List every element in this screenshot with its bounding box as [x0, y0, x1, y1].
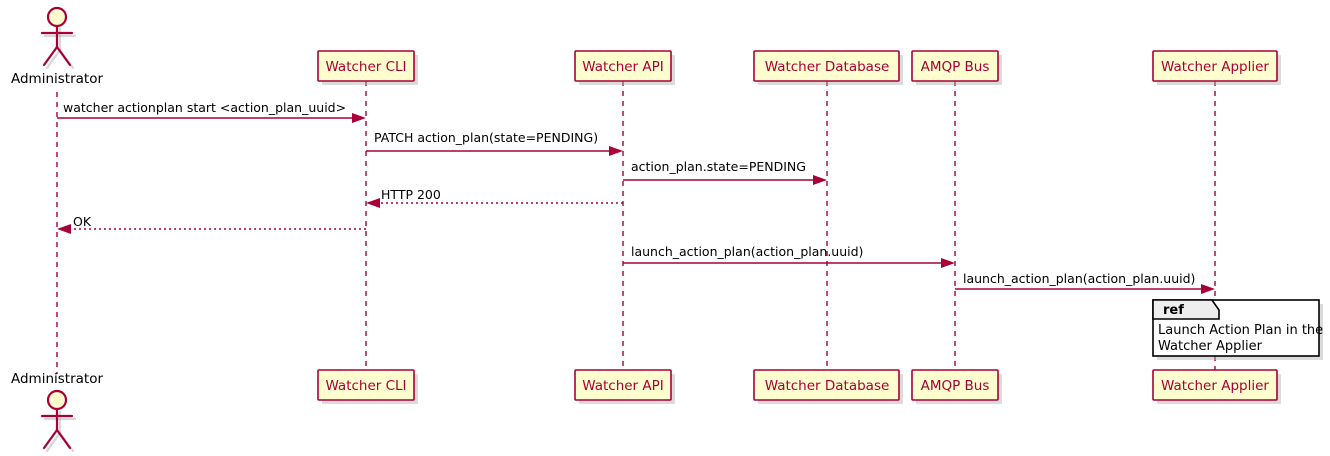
arrow-head-icon [57, 224, 71, 234]
arrow-head-icon [352, 113, 366, 123]
actor-right-leg-line [55, 45, 72, 67]
participant-box-watcher-api-top[interactable]: Watcher API [574, 50, 675, 85]
actor-bottom-shadow [43, 410, 77, 453]
participant-box-amqp-bus-bottom[interactable]: AMQP Bus [911, 369, 1002, 404]
message-3-action-plan-state-pending: action_plan.state=PENDING [623, 159, 827, 185]
participant-label-amqp-bus-bottom: AMQP Bus [921, 378, 990, 394]
participant-box-rect[interactable] [574, 50, 672, 82]
message-label: launch_action_plan(action_plan.uuid) [963, 271, 1195, 286]
participant-box-watcher-api-bottom[interactable]: Watcher API [574, 369, 675, 404]
participant-box-rect[interactable] [753, 369, 900, 401]
ref-fragment-tab [1152, 299, 1220, 320]
actor-label-administrator-bottom: Administrator [11, 371, 103, 387]
ref-fragment-body-line-1: Launch Action Plan in the [1158, 323, 1323, 338]
participant-label-watcher-api-bottom: Watcher API [582, 378, 664, 394]
participant-box-amqp-bus-top[interactable]: AMQP Bus [911, 50, 1002, 85]
ref-fragment-tab-label: ref [1163, 303, 1184, 318]
participant-label-watcher-applier-bottom: Watcher Applier [1161, 378, 1269, 394]
actor-left-leg-line [42, 45, 59, 67]
participant-box-rect[interactable] [1152, 369, 1278, 401]
arrow-head-icon [1201, 284, 1215, 294]
participant-box-rect[interactable] [574, 369, 672, 401]
ref-fragment-body-line-2: Watcher Applier [1158, 339, 1263, 354]
message-6-launch-action-plan-api-to-bus: launch_action_plan(action_plan.uuid) [623, 244, 955, 268]
message-4-http-200: HTTP 200 [366, 187, 623, 208]
ref-fragment[interactable]: ref Launch Action Plan in the Watcher Ap… [1152, 299, 1323, 360]
participant-box-rect[interactable] [317, 369, 415, 401]
participant-box-rect[interactable] [317, 50, 415, 82]
participant-box-watcher-applier-bottom[interactable]: Watcher Applier [1152, 369, 1281, 404]
message-2-patch-action-plan: PATCH action_plan(state=PENDING) [366, 130, 623, 156]
actor-left-leg-line-bottom [42, 428, 59, 450]
participant-label-watcher-cli-top: Watcher CLI [325, 59, 406, 75]
message-label: PATCH action_plan(state=PENDING) [374, 130, 598, 145]
participant-box-rect[interactable] [911, 50, 999, 82]
participant-label-watcher-api-top: Watcher API [582, 59, 664, 75]
participant-box-watcher-applier-top[interactable]: Watcher Applier [1152, 50, 1281, 85]
actor-head-icon-bottom [46, 389, 68, 411]
message-label: HTTP 200 [381, 187, 441, 202]
participant-label-watcher-database-top: Watcher Database [765, 59, 890, 75]
participant-box-rect[interactable] [1152, 50, 1278, 82]
participant-box-watcher-database-bottom[interactable]: Watcher Database [753, 369, 903, 404]
arrow-head-icon [941, 258, 955, 268]
arrow-head-icon [813, 175, 827, 185]
participant-box-watcher-cli-top[interactable]: Watcher CLI [317, 50, 418, 85]
actor-head-icon [46, 6, 68, 28]
arrow-head-icon [609, 146, 623, 156]
arrow-head-icon [366, 198, 380, 208]
actor-right-leg-line-bottom [55, 428, 72, 450]
actor-administrator-top: Administrator [11, 6, 103, 87]
participant-label-watcher-database-bottom: Watcher Database [765, 378, 890, 394]
message-label: action_plan.state=PENDING [631, 159, 806, 174]
message-label: watcher actionplan start <action_plan_uu… [63, 100, 346, 115]
participant-box-rect[interactable] [911, 369, 999, 401]
participant-label-watcher-cli-bottom: Watcher CLI [325, 378, 406, 394]
participant-box-watcher-cli-bottom[interactable]: Watcher CLI [317, 369, 418, 404]
message-label: OK [73, 214, 92, 229]
message-7-launch-action-plan-bus-to-applier: launch_action_plan(action_plan.uuid) [955, 271, 1215, 294]
actor-administrator-bottom: Administrator [11, 371, 103, 453]
message-5-ok: OK [57, 214, 366, 234]
actor-label-administrator-top: Administrator [11, 71, 103, 87]
message-1-watcher-actionplan-start: watcher actionplan start <action_plan_uu… [57, 100, 366, 123]
lifelines-group [56, 81, 1216, 374]
message-label: launch_action_plan(action_plan.uuid) [631, 244, 863, 259]
participant-label-watcher-applier-top: Watcher Applier [1161, 59, 1269, 75]
actor-top-shadow [43, 27, 77, 70]
participant-label-amqp-bus-top: AMQP Bus [921, 59, 990, 75]
participant-box-rect[interactable] [753, 50, 900, 82]
participant-box-watcher-database-top[interactable]: Watcher Database [753, 50, 903, 85]
